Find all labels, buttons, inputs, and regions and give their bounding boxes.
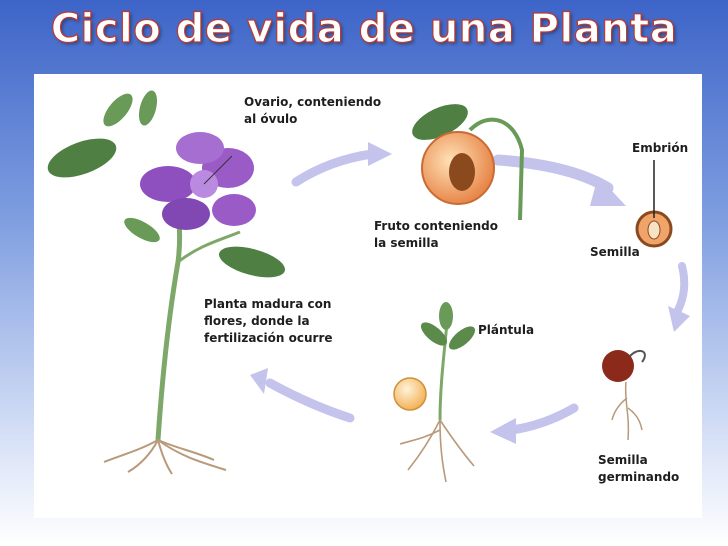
- label-planta-madura: Planta madura con flores, donde la ferti…: [204, 296, 333, 347]
- cycle-arrow-seed-to-germinating: [668, 262, 690, 332]
- label-fruto-line2: la semilla: [374, 236, 439, 250]
- flower-icon: [140, 132, 256, 230]
- label-germinando-line1: Semilla: [598, 453, 648, 467]
- label-semilla-germinando: Semilla germinando: [598, 452, 679, 486]
- label-germinando-line2: germinando: [598, 470, 680, 484]
- label-ovario-line1: Ovario, conteniendo: [244, 95, 382, 109]
- cycle-arrow-flower-to-fruit: [291, 142, 392, 187]
- label-plantula: Plántula: [478, 323, 535, 337]
- mature-plant-illustration: [47, 90, 286, 475]
- fruit-illustration: [412, 104, 525, 221]
- label-planta-line1: Planta madura con: [204, 297, 332, 311]
- label-ovario-line2: al óvulo: [244, 112, 298, 126]
- label-ovario: Ovario, conteniendo al óvulo: [244, 94, 381, 128]
- germinating-seed-illustration: [602, 349, 646, 441]
- roots-icon: [103, 439, 227, 475]
- cycle-arrow-seedling-to-plant: [250, 368, 355, 423]
- seedling-illustration: [393, 302, 476, 483]
- label-embrion: Embrión: [632, 141, 689, 155]
- cycle-arrow-germinating-to-seedling: [490, 403, 579, 444]
- label-semilla: Semilla: [590, 245, 640, 259]
- seed-illustration: [635, 160, 673, 248]
- cycle-arrow-fruit-to-seed: [492, 154, 626, 206]
- slide-title: Ciclo de vida de una Planta: [50, 5, 678, 52]
- label-planta-line3: fertilización ocurre: [204, 331, 333, 345]
- label-fruto: Fruto conteniendo la semilla: [374, 218, 498, 252]
- label-fruto-line1: Fruto conteniendo: [374, 219, 498, 233]
- label-planta-line2: flores, donde la: [204, 314, 310, 328]
